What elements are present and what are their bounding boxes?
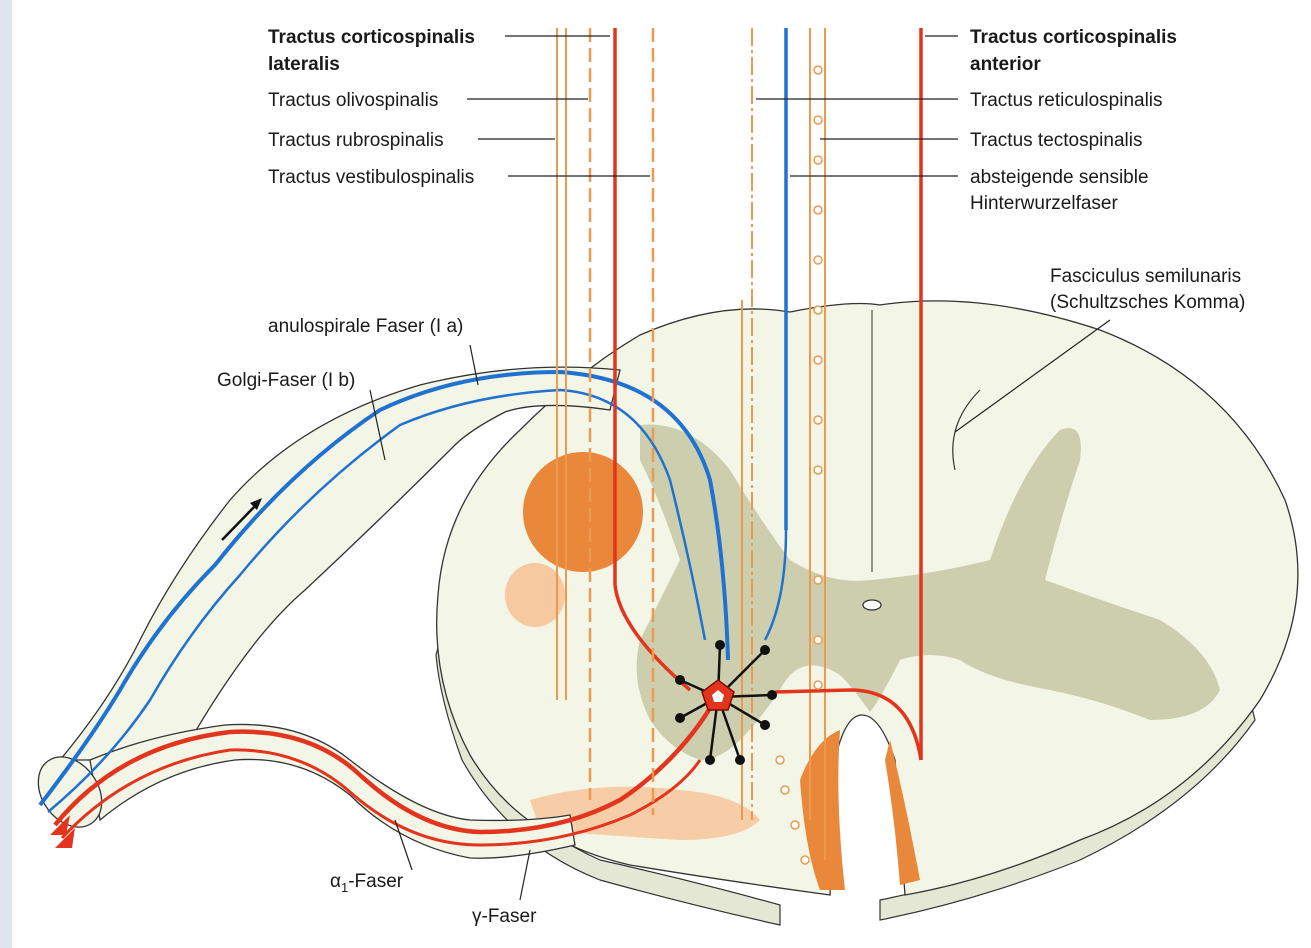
label-gamma: γ-Faser — [472, 906, 537, 927]
label-reticulospinalis: Tractus reticulospinalis — [970, 90, 1163, 111]
label-sensible-1: absteigende sensible — [970, 167, 1149, 188]
alpha-subscript: 1 — [341, 880, 348, 895]
label-fasciculus-2: (Schultzsches Komma) — [1050, 292, 1245, 313]
label-golgi: Golgi-Faser (I b) — [217, 370, 355, 391]
alpha-symbol: α — [330, 871, 341, 892]
label-fasciculus-1: Fasciculus semilunaris — [1050, 266, 1241, 287]
label-corticospinalis-anterior-1: Tractus corticospinalis — [970, 27, 1177, 48]
label-vestibulospinalis: Tractus vestibulospinalis — [268, 167, 474, 188]
central-canal — [863, 600, 881, 610]
alpha-suffix: -Faser — [348, 871, 404, 892]
label-alpha: α1-Faser — [330, 871, 404, 895]
label-sensible-2: Hinterwurzelfaser — [970, 193, 1118, 214]
label-rubrospinalis: Tractus rubrospinalis — [268, 130, 444, 151]
label-olivospinalis: Tractus olivospinalis — [268, 90, 438, 111]
label-tectospinalis: Tractus tectospinalis — [970, 130, 1142, 151]
label-corticospinalis-lateralis-2: lateralis — [268, 54, 340, 75]
label-anulospirale: anulospirale Faser (I a) — [268, 316, 463, 337]
label-corticospinalis-anterior-2: anterior — [970, 54, 1041, 75]
orange-nucleus-large — [523, 452, 643, 572]
label-corticospinalis-lateralis-1: Tractus corticospinalis — [268, 27, 475, 48]
